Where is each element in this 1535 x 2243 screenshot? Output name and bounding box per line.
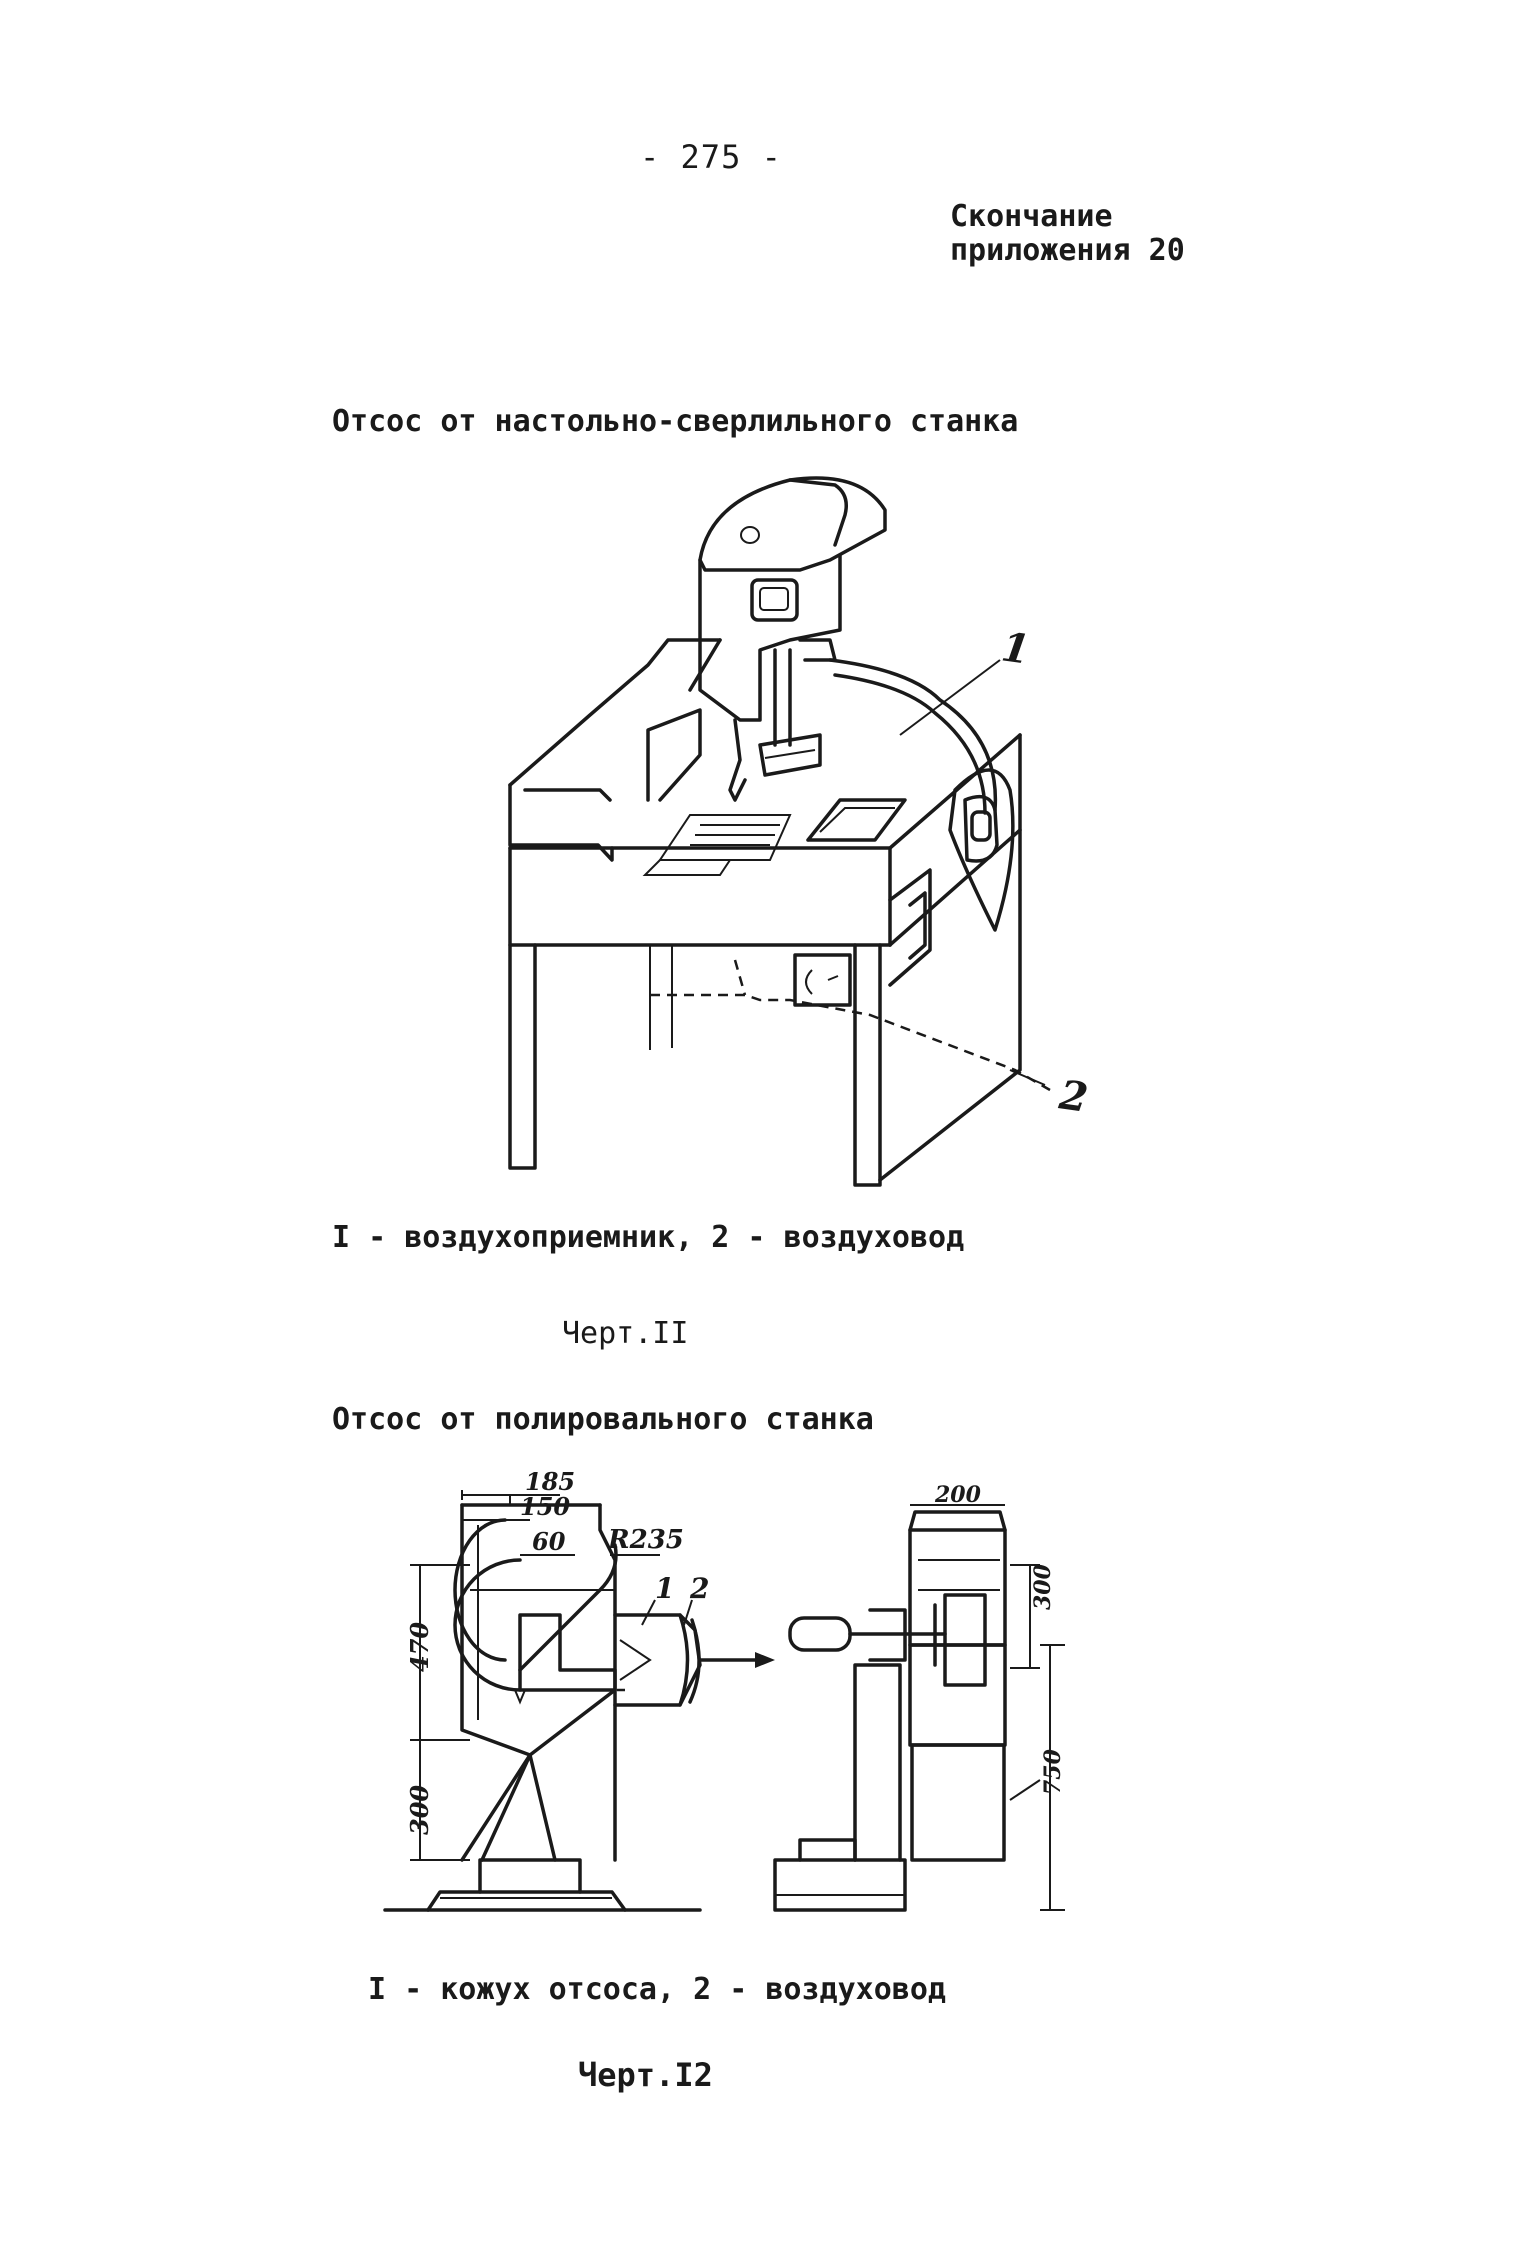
dim-r235: R235 (607, 1525, 684, 1555)
section1-title: Отсос от настольно-сверлильного станка (332, 404, 1019, 439)
drill-press-head (698, 476, 887, 802)
section1-figure-label: Черт.II (562, 1316, 689, 1351)
callout-2-fig12: 2 (689, 1572, 709, 1605)
workbench (508, 638, 1051, 1187)
dim-750: 750 (1040, 1748, 1066, 1795)
dim-470: 470 (405, 1622, 434, 1672)
front-view: 185 150 60 R235 470 300 1 2 (383, 1467, 775, 1912)
air-intake-hose (828, 658, 1015, 932)
side-view: 200 300 750 (773, 1482, 1066, 1912)
section2-caption: I - кожух отсоса, 2 - воздуховод (368, 1972, 946, 2007)
dim-150: 150 (520, 1492, 570, 1521)
section2-figure-label: Черт.I2 (578, 2056, 713, 2094)
appendix-note-line1: Скончание (950, 199, 1113, 234)
appendix-note: Скончание приложения 20 (950, 200, 1185, 268)
dim-200: 200 (934, 1482, 982, 1508)
dim-300-left: 300 (405, 1785, 434, 1835)
callout-1-fig12: 1 (655, 1572, 674, 1605)
dim-60: 60 (532, 1527, 566, 1556)
callouts-fig11: 1 2 (899, 623, 1091, 1122)
page-number: - 275 - (640, 138, 782, 176)
appendix-note-line2: приложения 20 (950, 233, 1185, 268)
dim-185: 185 (525, 1467, 575, 1496)
callout-2: 2 (1056, 1071, 1091, 1122)
section2-title: Отсос от полировального станка (332, 1402, 874, 1437)
section1-caption: I - воздухоприемник, 2 - воздуховод (332, 1220, 965, 1255)
dim-300-right: 300 (1030, 1563, 1056, 1610)
callout-1: 1 (999, 623, 1033, 673)
